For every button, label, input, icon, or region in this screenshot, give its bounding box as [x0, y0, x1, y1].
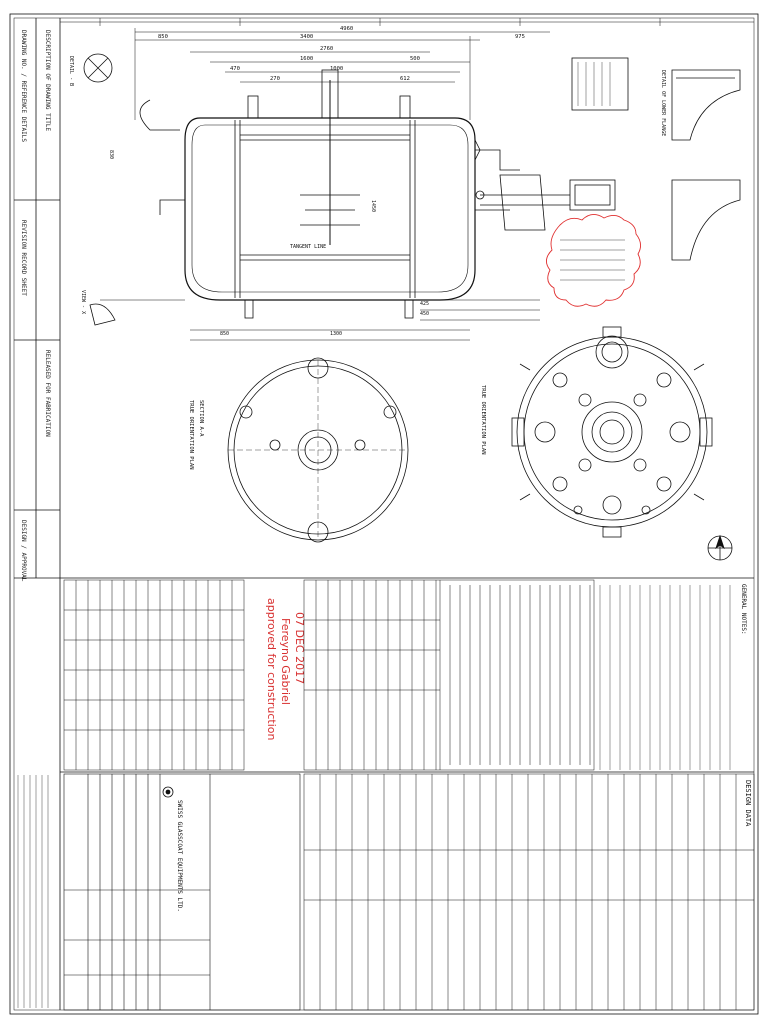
- nozzle-schedule-table: [63, 579, 245, 771]
- parts-list-table: [303, 579, 595, 771]
- dimension-lines: [134, 28, 550, 120]
- dim-sub-1: 1600: [300, 56, 313, 62]
- company-logo: [162, 786, 174, 798]
- detail-b-view: [83, 53, 116, 326]
- section-a-a-plan: [227, 357, 409, 543]
- svg-text:DESIGN / APPROVAL: DESIGN / APPROVAL: [20, 520, 27, 582]
- dim-sub-5: 500: [410, 56, 420, 62]
- dim-body-top: 2760: [320, 46, 333, 52]
- revision-strip: DRAWING NO. / REFERENCE DETAILS DESCRIPT…: [14, 18, 61, 1010]
- bottom-dimension-lines: [100, 299, 540, 341]
- vessel-elevation: [139, 69, 520, 319]
- sheet-border: [9, 13, 759, 1015]
- svg-text:DESCRIPTION OF DRAWING TITLE: DESCRIPTION OF DRAWING TITLE: [44, 30, 51, 132]
- general-notes-heading: GENERAL NOTES:: [740, 584, 747, 635]
- dim-bottom-a: 850: [220, 331, 229, 337]
- dim-overall: 4960: [340, 26, 353, 32]
- detail-b-label: DETAIL - B: [68, 56, 74, 86]
- dim-sub-3: 470: [230, 66, 240, 72]
- approval-stamp: approved for construction Fereyno Gabrie…: [265, 598, 306, 741]
- dim-sub-7: 830: [108, 150, 114, 159]
- top-dimension-scale: [60, 18, 754, 26]
- revision-cloud-1: [546, 214, 641, 307]
- dim-bottom-b: 1300: [330, 331, 342, 337]
- approval-line-3: 07 DEC 2017: [293, 612, 306, 684]
- notes-box: [571, 57, 629, 111]
- true-orientation-plan: [511, 326, 713, 538]
- svg-text:REVISION RECORD SHEET: REVISION RECORD SHEET: [20, 220, 27, 296]
- dim-right-a: 975: [515, 34, 525, 40]
- general-notes-lines: [599, 585, 731, 770]
- dim-sub-4: 270: [270, 76, 280, 82]
- dim-bottom-d: 425: [420, 301, 429, 307]
- section-a-a-label: SECTION A-A: [198, 400, 204, 437]
- dim-sub-8: 1450: [370, 200, 376, 212]
- title-block: [63, 773, 301, 1011]
- true-orientation-label-2: TRUE ORIENTATION PLAN: [480, 385, 486, 455]
- dim-sub-6: 612: [400, 76, 410, 82]
- tangent-line-label: TANGENT LINE: [290, 244, 326, 250]
- true-orientation-label-1: TRUE ORIENTATION PLAN: [188, 400, 194, 470]
- dim-sub-2: 1000: [330, 66, 343, 72]
- left-notes-lines: [17, 775, 49, 1008]
- svg-text:RELEASED FOR FABRICATION: RELEASED FOR FABRICATION: [44, 350, 51, 437]
- svg-text:DRAWING NO. / REFERENCE DETAIL: DRAWING NO. / REFERENCE DETAILS: [20, 30, 27, 142]
- north-arrow-icon: [707, 534, 733, 561]
- agitator-drive: [474, 139, 616, 231]
- dim-bottom-e: 450: [420, 311, 429, 317]
- design-data-table: [303, 773, 755, 1011]
- company-name: SWISS GLASSCOAT EQUIPMENTS LTD.: [176, 800, 183, 912]
- design-data-title: DESIGN DATA: [744, 780, 752, 827]
- view-x-label: VIEW - X: [80, 290, 86, 314]
- approval-line-2: Fereyno Gabriel: [279, 618, 292, 705]
- dim-left-a: 850: [158, 34, 168, 40]
- approval-line-1: approved for construction: [265, 598, 278, 741]
- flange-details: [671, 69, 741, 261]
- flange-detail-label: DETAIL OF LOWER FLANGE: [660, 70, 666, 136]
- dim-shell: 3400: [300, 34, 313, 40]
